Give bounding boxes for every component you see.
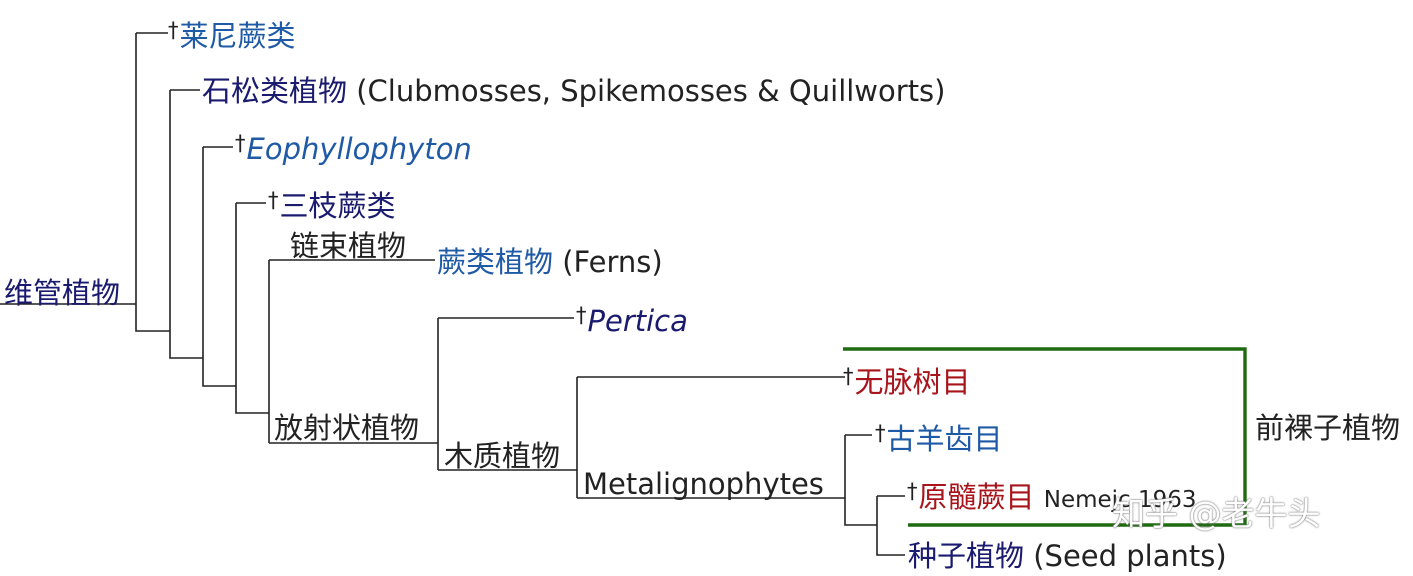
protopityales-author: Nemejc 1963 (1043, 487, 1197, 513)
progymnosperm-bracket (843, 347, 1247, 527)
vascular-plants-text: 维管植物 (4, 276, 121, 310)
watermark: 知乎 @老牛头 (1112, 494, 1321, 533)
progymnosperms-text: 前裸子植物 (1255, 411, 1401, 445)
label-vascular-plants: 维管植物 (4, 279, 120, 308)
metalignophytes-text: Metalignophytes (583, 467, 824, 501)
radiatopses-text: 放射状植物 (274, 411, 420, 445)
label-eophyllophyton: †Eophyllophyton (235, 133, 472, 164)
label-ferns: 蕨类植物 (Ferns) (437, 248, 663, 277)
branch-node-1 (135, 33, 170, 332)
branch-node-9 (876, 496, 905, 556)
label-aneurophytales: †无脉树目 (843, 366, 971, 397)
branch-node-3 (202, 147, 236, 387)
lycophytes-english: (Clubmosses, Spikemosses & Quillworts) (356, 74, 946, 108)
extinct-dagger: † (168, 18, 179, 42)
seed-plants-text: 种子植物 (908, 539, 1025, 573)
extinct-dagger: † (907, 479, 918, 503)
label-radiatopses: 放射状植物 (274, 414, 419, 443)
branch-node-2 (169, 90, 203, 359)
label-rhyniophyta: †莱尼蕨类 (168, 20, 296, 51)
extinct-dagger: † (843, 364, 854, 388)
seed-plants-english: (Seed plants) (1033, 539, 1227, 573)
label-pertica: †Pertica (576, 305, 688, 336)
label-trimerophytes: †三枝蕨类 (268, 190, 396, 221)
label-protopityales: †原髓蕨目 Nemejc 1963 (907, 481, 1197, 512)
extinct-dagger: † (875, 421, 886, 445)
label-archaeopteridales: †古羊齿目 (875, 423, 1003, 454)
label-moniliformopses: 链束植物 (290, 232, 406, 261)
extinct-dagger: † (235, 131, 246, 155)
lignophytes-text: 木质植物 (444, 439, 561, 473)
label-lycophytes: 石松类植物 (Clubmosses, Spikemosses & Quillwo… (202, 77, 945, 106)
pertica-text: Pertica (587, 304, 688, 338)
moniliformopses-text: 链束植物 (290, 229, 407, 263)
branch-node-4 (235, 203, 269, 414)
label-seed-plants: 种子植物 (Seed plants) (908, 542, 1227, 571)
extinct-dagger: † (576, 303, 587, 327)
ferns-text: 蕨类植物 (437, 245, 554, 279)
trimerophytes-text: 三枝蕨类 (279, 189, 396, 223)
rhyniophyta-text: 莱尼蕨类 (179, 19, 296, 53)
label-metalignophytes: Metalignophytes (583, 470, 824, 499)
eophyllophyton-text: Eophyllophyton (246, 132, 472, 166)
extinct-dagger: † (268, 188, 279, 212)
lycophytes-text: 石松类植物 (202, 74, 348, 108)
aneurophytales-text: 无脉树目 (854, 365, 971, 399)
label-lignophytes: 木质植物 (444, 442, 560, 471)
archaeopteridales-text: 古羊齿目 (886, 422, 1003, 456)
protopityales-text: 原髓蕨目 (918, 480, 1035, 514)
branch-node-8 (844, 435, 877, 526)
ferns-english: (Ferns) (562, 245, 663, 279)
label-progymnosperms: 前裸子植物 (1255, 414, 1400, 443)
